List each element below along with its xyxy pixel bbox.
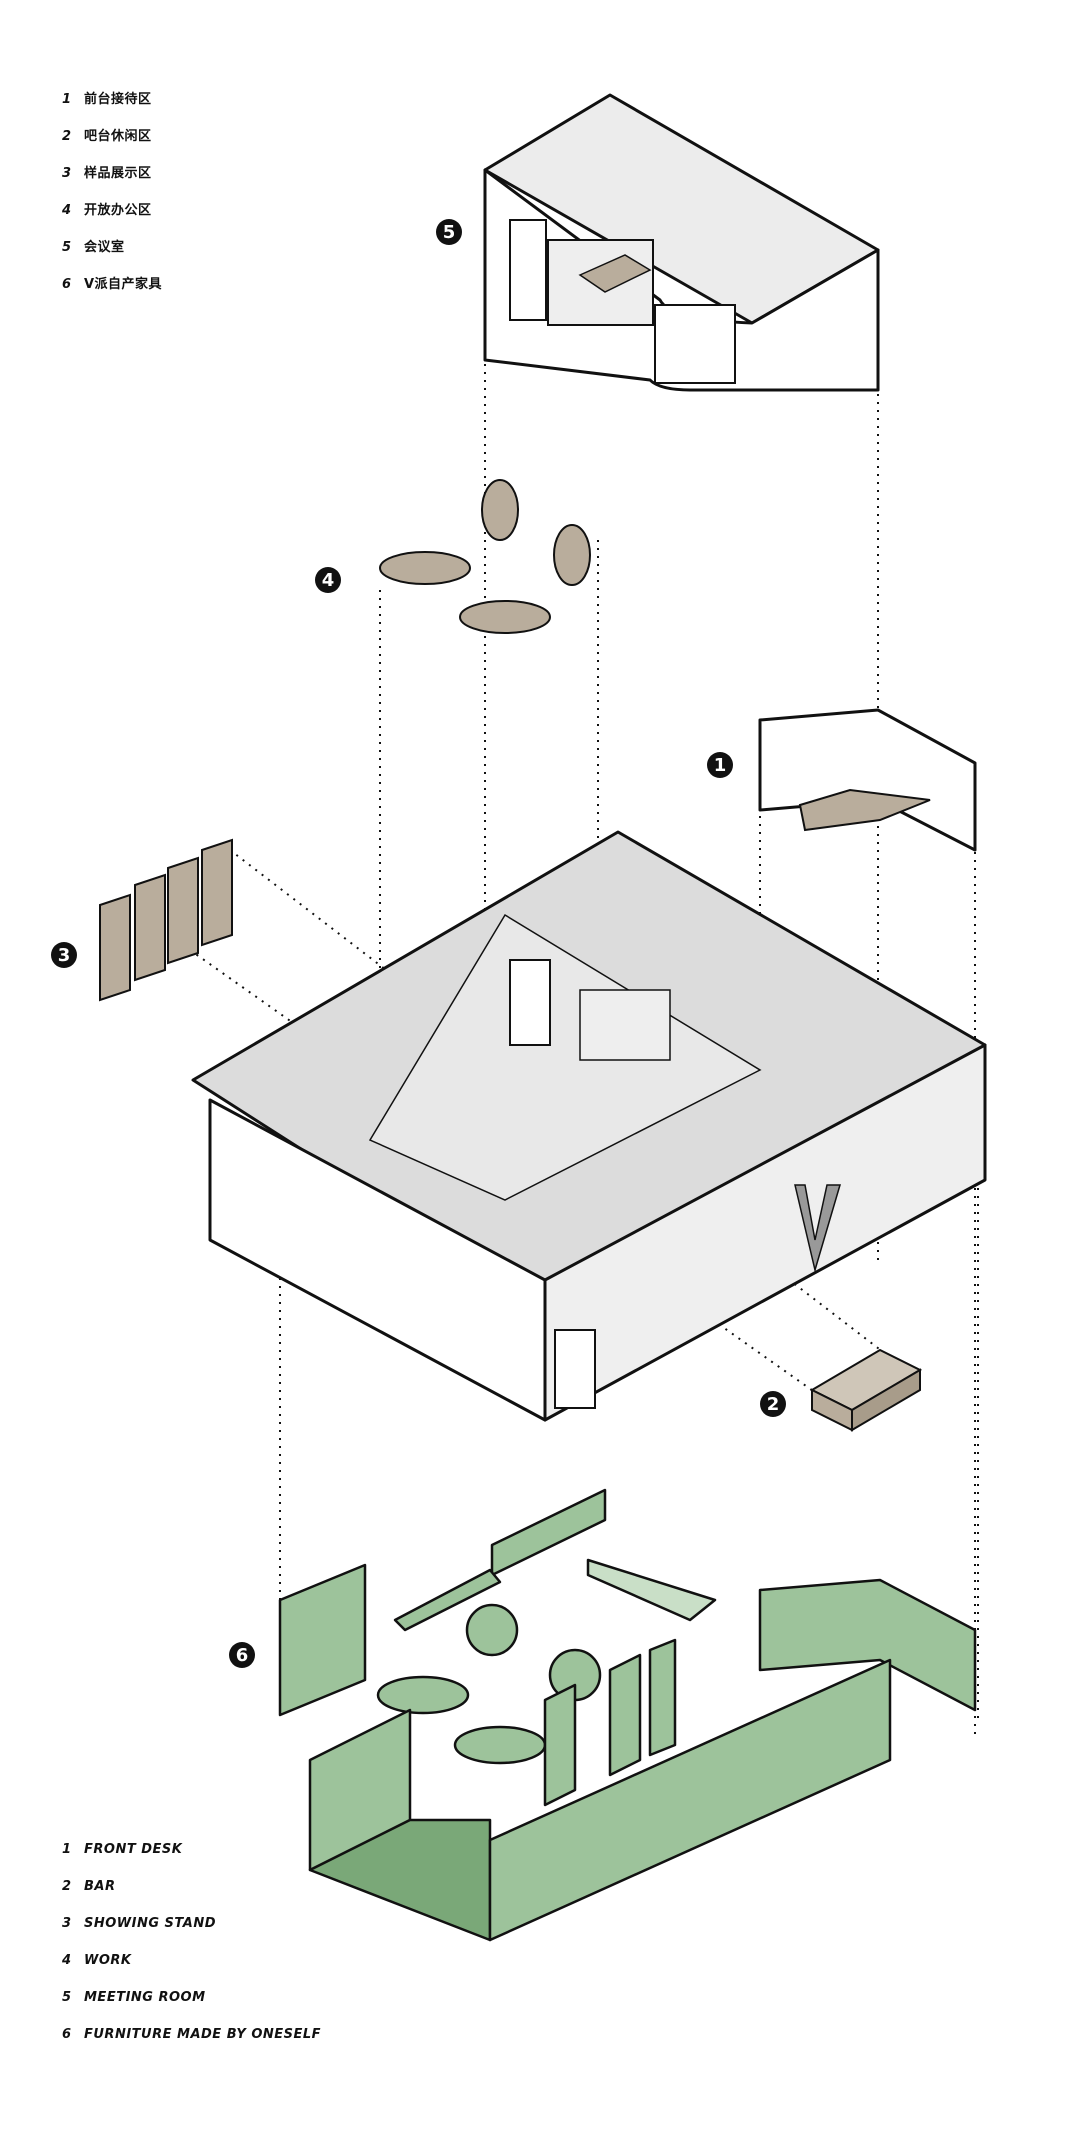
front-desk-volume (758, 708, 977, 852)
svg-text:3: 3 (58, 945, 71, 966)
legend-cn-label: 样品展示区 (84, 166, 152, 181)
meeting-room-volume (483, 93, 880, 392)
callout-1: 1 (707, 752, 733, 778)
callout-2: 2 (760, 1391, 786, 1417)
callout-6: 6 (229, 1642, 255, 1668)
main-floor-plan (191, 830, 987, 1422)
work-tables (379, 479, 591, 634)
custom-furniture (278, 1488, 977, 1942)
legend-cn-label: 会议室 (84, 240, 125, 255)
legend-en-label: FRONT DESK (84, 1842, 183, 1857)
legend-en-label: BAR (84, 1879, 116, 1894)
svg-text:5: 5 (443, 222, 456, 243)
svg-text:6: 6 (236, 1645, 249, 1666)
legend-en-label: FURNITURE MADE BY ONESELF (84, 2027, 322, 2042)
callout-4: 4 (315, 567, 341, 593)
showing-stand (99, 838, 233, 1002)
legend-cn-label: 前台接待区 (84, 92, 152, 107)
legend-cn-label: 吧台休闲区 (84, 129, 152, 144)
svg-text:2: 2 (767, 1394, 780, 1415)
callout-3: 3 (51, 942, 77, 968)
legend-cn-label: V派自产家具 (84, 277, 163, 292)
legend-en-label: MEETING ROOM (84, 1990, 206, 2005)
legend-cn-label: 开放办公区 (84, 203, 152, 218)
svg-text:1: 1 (714, 755, 727, 776)
legend-en-label: WORK (84, 1953, 132, 1968)
callout-5: 5 (436, 219, 462, 245)
bar-counter (809, 1348, 923, 1432)
callout-markers: 5 4 1 3 2 6 (51, 219, 786, 1668)
legend-en-label: SHOWING STAND (84, 1916, 216, 1931)
svg-text:4: 4 (322, 570, 335, 591)
